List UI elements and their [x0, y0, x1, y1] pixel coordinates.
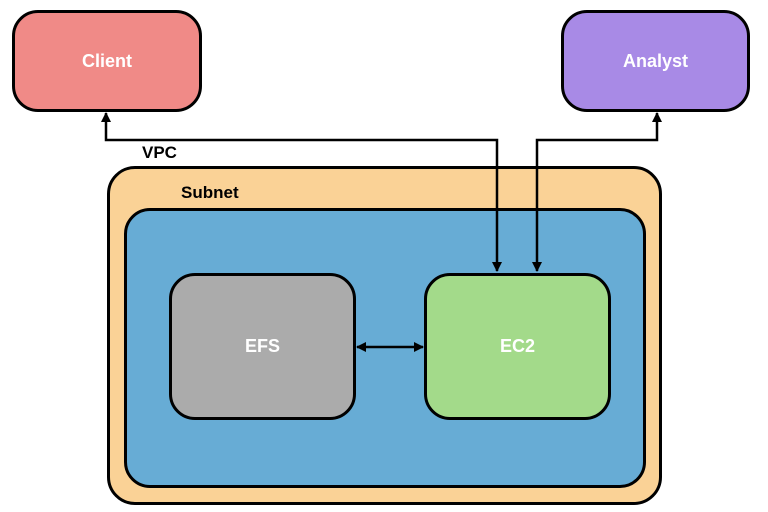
ec2-node[interactable]: EC2 [424, 273, 611, 420]
analyst-node[interactable]: Analyst [561, 10, 750, 112]
efs-node[interactable]: EFS [169, 273, 356, 420]
ec2-label: EC2 [499, 336, 535, 356]
efs-label: EFS [244, 336, 280, 356]
vpc-label: VPC [142, 143, 177, 162]
client-label: Client [81, 50, 132, 71]
subnet-label: Subnet [181, 183, 239, 202]
analyst-label: Analyst [622, 50, 689, 71]
client-node[interactable]: Client [12, 10, 202, 112]
